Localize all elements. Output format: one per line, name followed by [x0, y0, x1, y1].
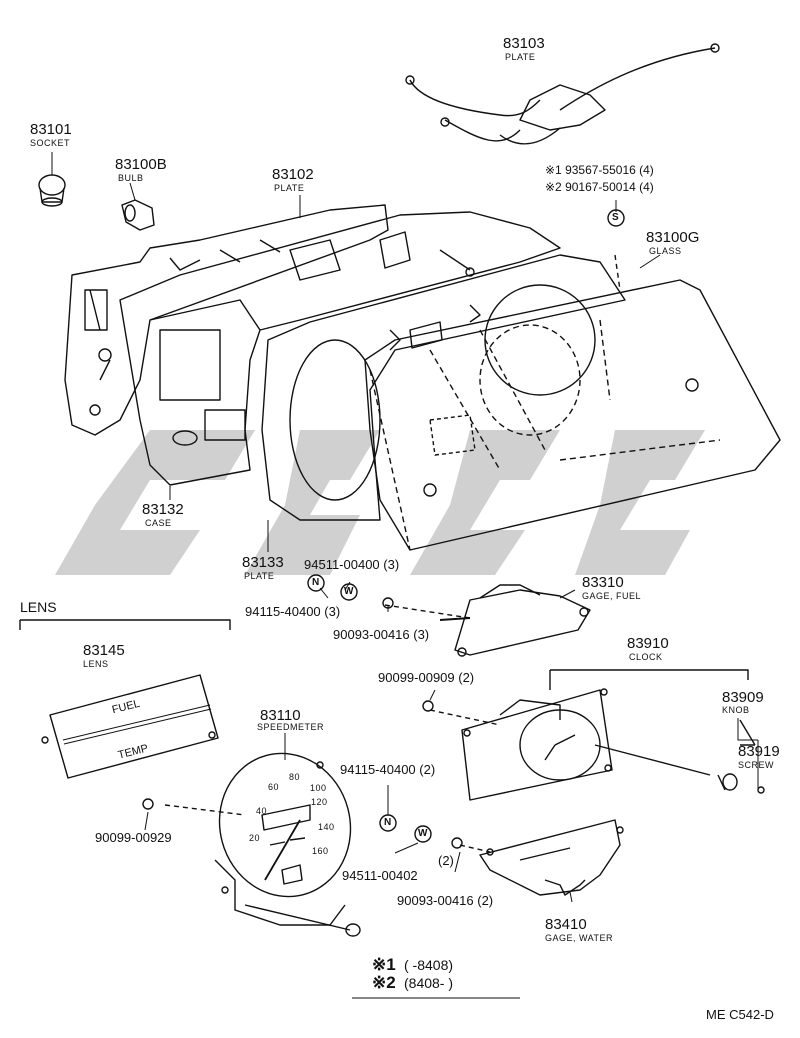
- part-number-83110: 83110: [260, 707, 301, 724]
- part-name-83919: SCREW: [738, 760, 774, 770]
- part-name-83410: GAGE, WATER: [545, 933, 614, 943]
- part-name-83100B: BULB: [118, 173, 144, 183]
- note-1: ※1 93567-55016 (4): [545, 163, 654, 177]
- part-number-90099-00909: 90099-00909 (2): [378, 670, 475, 685]
- washer-mark-a: [340, 583, 358, 601]
- nut-mark-b-label: N: [384, 817, 392, 828]
- part-number-83100B: 83100B: [115, 156, 167, 173]
- speedo-tick-160: 160: [312, 846, 329, 856]
- part-number-83100G: 83100G: [646, 229, 700, 246]
- note-2: ※2 90167-50014 (4): [545, 180, 654, 194]
- glass-83100G: [364, 254, 781, 551]
- legend-1-range: ( -8408): [404, 957, 454, 973]
- part-name-83132: CASE: [145, 518, 172, 528]
- printed-plate-83102: [64, 204, 389, 436]
- part-number-83919: 83919: [738, 743, 780, 760]
- legend-2-range: (8408- ): [404, 975, 454, 991]
- fuel-gauge-83310: [384, 584, 591, 657]
- part-number-83909: 83909: [722, 689, 764, 706]
- speedo-tick-60: 60: [268, 782, 280, 792]
- part-number-90093-00416-b: 90093-00416 (2): [397, 893, 494, 908]
- nut-mark-a: [307, 574, 325, 592]
- part-number-90093-00416-a: 90093-00416 (3): [333, 627, 430, 642]
- screw-mark-label: S: [612, 212, 619, 223]
- washer-mark-b: [414, 825, 432, 843]
- part-number-90099-00929: 90099-00929: [95, 830, 172, 845]
- speedo-tick-100: 100: [310, 783, 327, 793]
- knob-83909: [717, 719, 756, 791]
- part-name-83110: SPEEDMETER: [257, 722, 325, 732]
- washer-mark-b-label: W: [418, 828, 428, 839]
- speedo-tick-80: 80: [289, 772, 301, 782]
- part-number-83133: 83133: [242, 554, 284, 571]
- part-number-94115-40400-b: 94115-40400 (2): [340, 762, 436, 777]
- document-code: ME C542-D: [706, 1007, 774, 1022]
- nut-mark-b: [379, 814, 397, 832]
- nut-mark-a-label: N: [312, 577, 320, 588]
- speedo-tick-20: 20: [249, 833, 261, 843]
- socket-83101: [38, 174, 66, 207]
- part-number-83101: 83101: [30, 121, 72, 138]
- clock-83910: [429, 669, 749, 801]
- case-83132: [119, 211, 561, 486]
- part-name-83102: PLATE: [274, 183, 305, 193]
- part-name-83310: GAGE, FUEL: [582, 591, 642, 601]
- screw-mark: [607, 209, 625, 227]
- speedometer-83110: [142, 752, 361, 937]
- part-name-83910: CLOCK: [629, 652, 663, 662]
- part-name-83133: PLATE: [244, 571, 275, 581]
- part-number-83910: 83910: [627, 635, 669, 652]
- speedo-tick-140: 140: [318, 822, 335, 832]
- leader-lines: [51, 152, 759, 999]
- legend-2-mark: ※2: [372, 973, 396, 992]
- part-name-83909: KNOB: [722, 705, 750, 715]
- part-name-83103: PLATE: [505, 52, 536, 62]
- part-number-83102: 83102: [272, 166, 314, 183]
- part-name-83100G: GLASS: [649, 246, 682, 256]
- screw-83919: [757, 786, 765, 794]
- wiring-plate-83103: [405, 43, 720, 145]
- bolt-head-90099-909: [422, 700, 434, 712]
- legend-1-mark: ※1: [372, 955, 396, 974]
- part-number-94511-00402: 94511-00402: [342, 868, 418, 883]
- speedo-tick-120: 120: [311, 797, 328, 807]
- part-number-83132: 83132: [142, 501, 184, 518]
- part-number-94115-40400-a: 94115-40400 (3): [245, 604, 341, 619]
- washer-mark-a-label: W: [344, 586, 354, 597]
- part-number-83310: 83310: [582, 574, 624, 591]
- clip-mark-b: [451, 837, 463, 849]
- part-name-83101: SOCKET: [30, 138, 71, 148]
- part-number-83103: 83103: [503, 35, 545, 52]
- part-name-83145: LENS: [83, 659, 109, 669]
- bulb-83100B: [121, 199, 155, 231]
- clip-mark-a: [382, 597, 394, 609]
- plate-83133: [261, 254, 626, 521]
- lens-section-header: LENS: [20, 599, 57, 615]
- speedo-tick-40: 40: [256, 806, 268, 816]
- part-number-94511-00400: 94511-00400 (3): [304, 557, 400, 572]
- part-number-83410: 83410: [545, 916, 587, 933]
- part-number-83145: 83145: [83, 642, 125, 659]
- watermark-logo: [55, 430, 705, 575]
- lens-83145: [19, 619, 231, 779]
- qty-label: (2): [438, 853, 454, 868]
- water-gauge-83410: [459, 819, 624, 896]
